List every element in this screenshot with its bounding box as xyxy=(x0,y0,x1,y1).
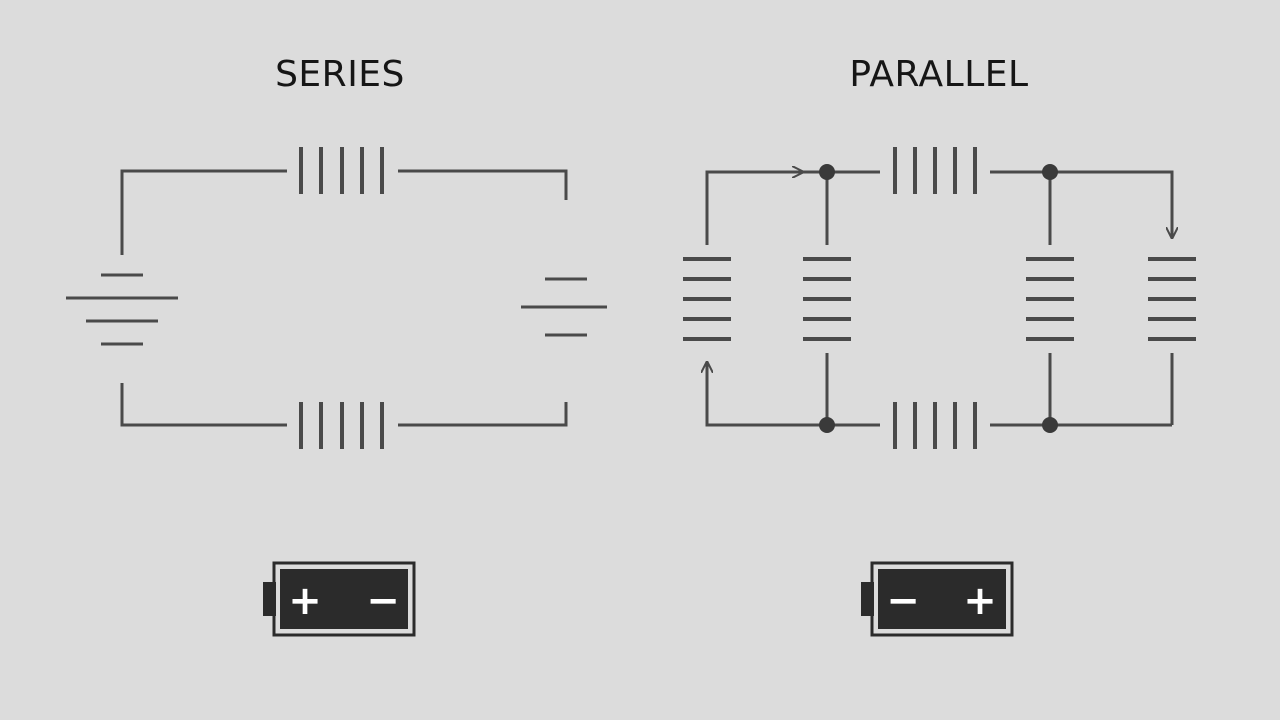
parallel-resistor-branch-2 xyxy=(803,257,851,341)
parallel-resistor-top xyxy=(893,147,977,194)
parallel-resistor-bottom xyxy=(893,402,977,449)
parallel-wires xyxy=(705,170,1172,427)
series-wire-top-left xyxy=(120,169,287,255)
series-circuit: SERIES xyxy=(66,54,607,449)
parallel-title: PARALLEL xyxy=(849,54,1028,95)
parallel-wire-top-right xyxy=(1050,170,1172,238)
parallel-resistor-branch-4 xyxy=(1148,257,1196,341)
parallel-junction-dots xyxy=(819,164,1058,433)
parallel-circuit: PARALLEL xyxy=(683,54,1196,449)
parallel-battery-left-sign: − xyxy=(886,578,920,624)
series-battery-left-sign: + xyxy=(288,578,322,624)
series-resistor-top xyxy=(299,147,384,194)
series-cell-left xyxy=(66,273,178,346)
parallel-wire-bottom-left xyxy=(707,362,827,427)
series-wire-bottom-left xyxy=(120,383,287,427)
junction-top-right xyxy=(1042,164,1058,180)
parallel-resistor-branch-3 xyxy=(1026,257,1074,341)
series-battery-right-sign: − xyxy=(366,578,400,624)
series-battery-icon: + − xyxy=(263,561,416,637)
series-wire-top-right xyxy=(398,169,568,200)
parallel-resistor-branch-1 xyxy=(683,257,731,341)
parallel-wire-top-left xyxy=(705,172,803,245)
series-wire-bottom-right xyxy=(398,402,568,427)
parallel-battery-icon: − + xyxy=(861,561,1014,637)
series-title: SERIES xyxy=(275,54,405,95)
junction-bottom-right xyxy=(1042,417,1058,433)
junction-top-left xyxy=(819,164,835,180)
junction-bottom-left xyxy=(819,417,835,433)
series-wires xyxy=(120,169,568,427)
series-resistor-bottom xyxy=(299,402,384,449)
parallel-battery-right-sign: + xyxy=(963,578,997,624)
series-cell-right xyxy=(521,277,607,337)
